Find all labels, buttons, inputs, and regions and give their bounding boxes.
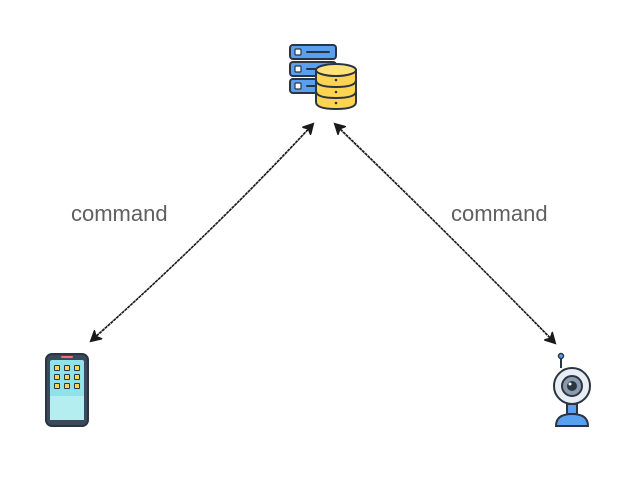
edge-server-phone[interactable] xyxy=(91,124,313,341)
smartphone-icon[interactable] xyxy=(44,352,90,428)
server-database-icon[interactable] xyxy=(287,42,359,112)
edge-label-server-camera: command xyxy=(451,201,548,226)
edge-label-server-phone: command xyxy=(71,201,168,226)
edge-server-camera[interactable] xyxy=(335,124,555,343)
webcam-icon[interactable] xyxy=(550,352,594,430)
